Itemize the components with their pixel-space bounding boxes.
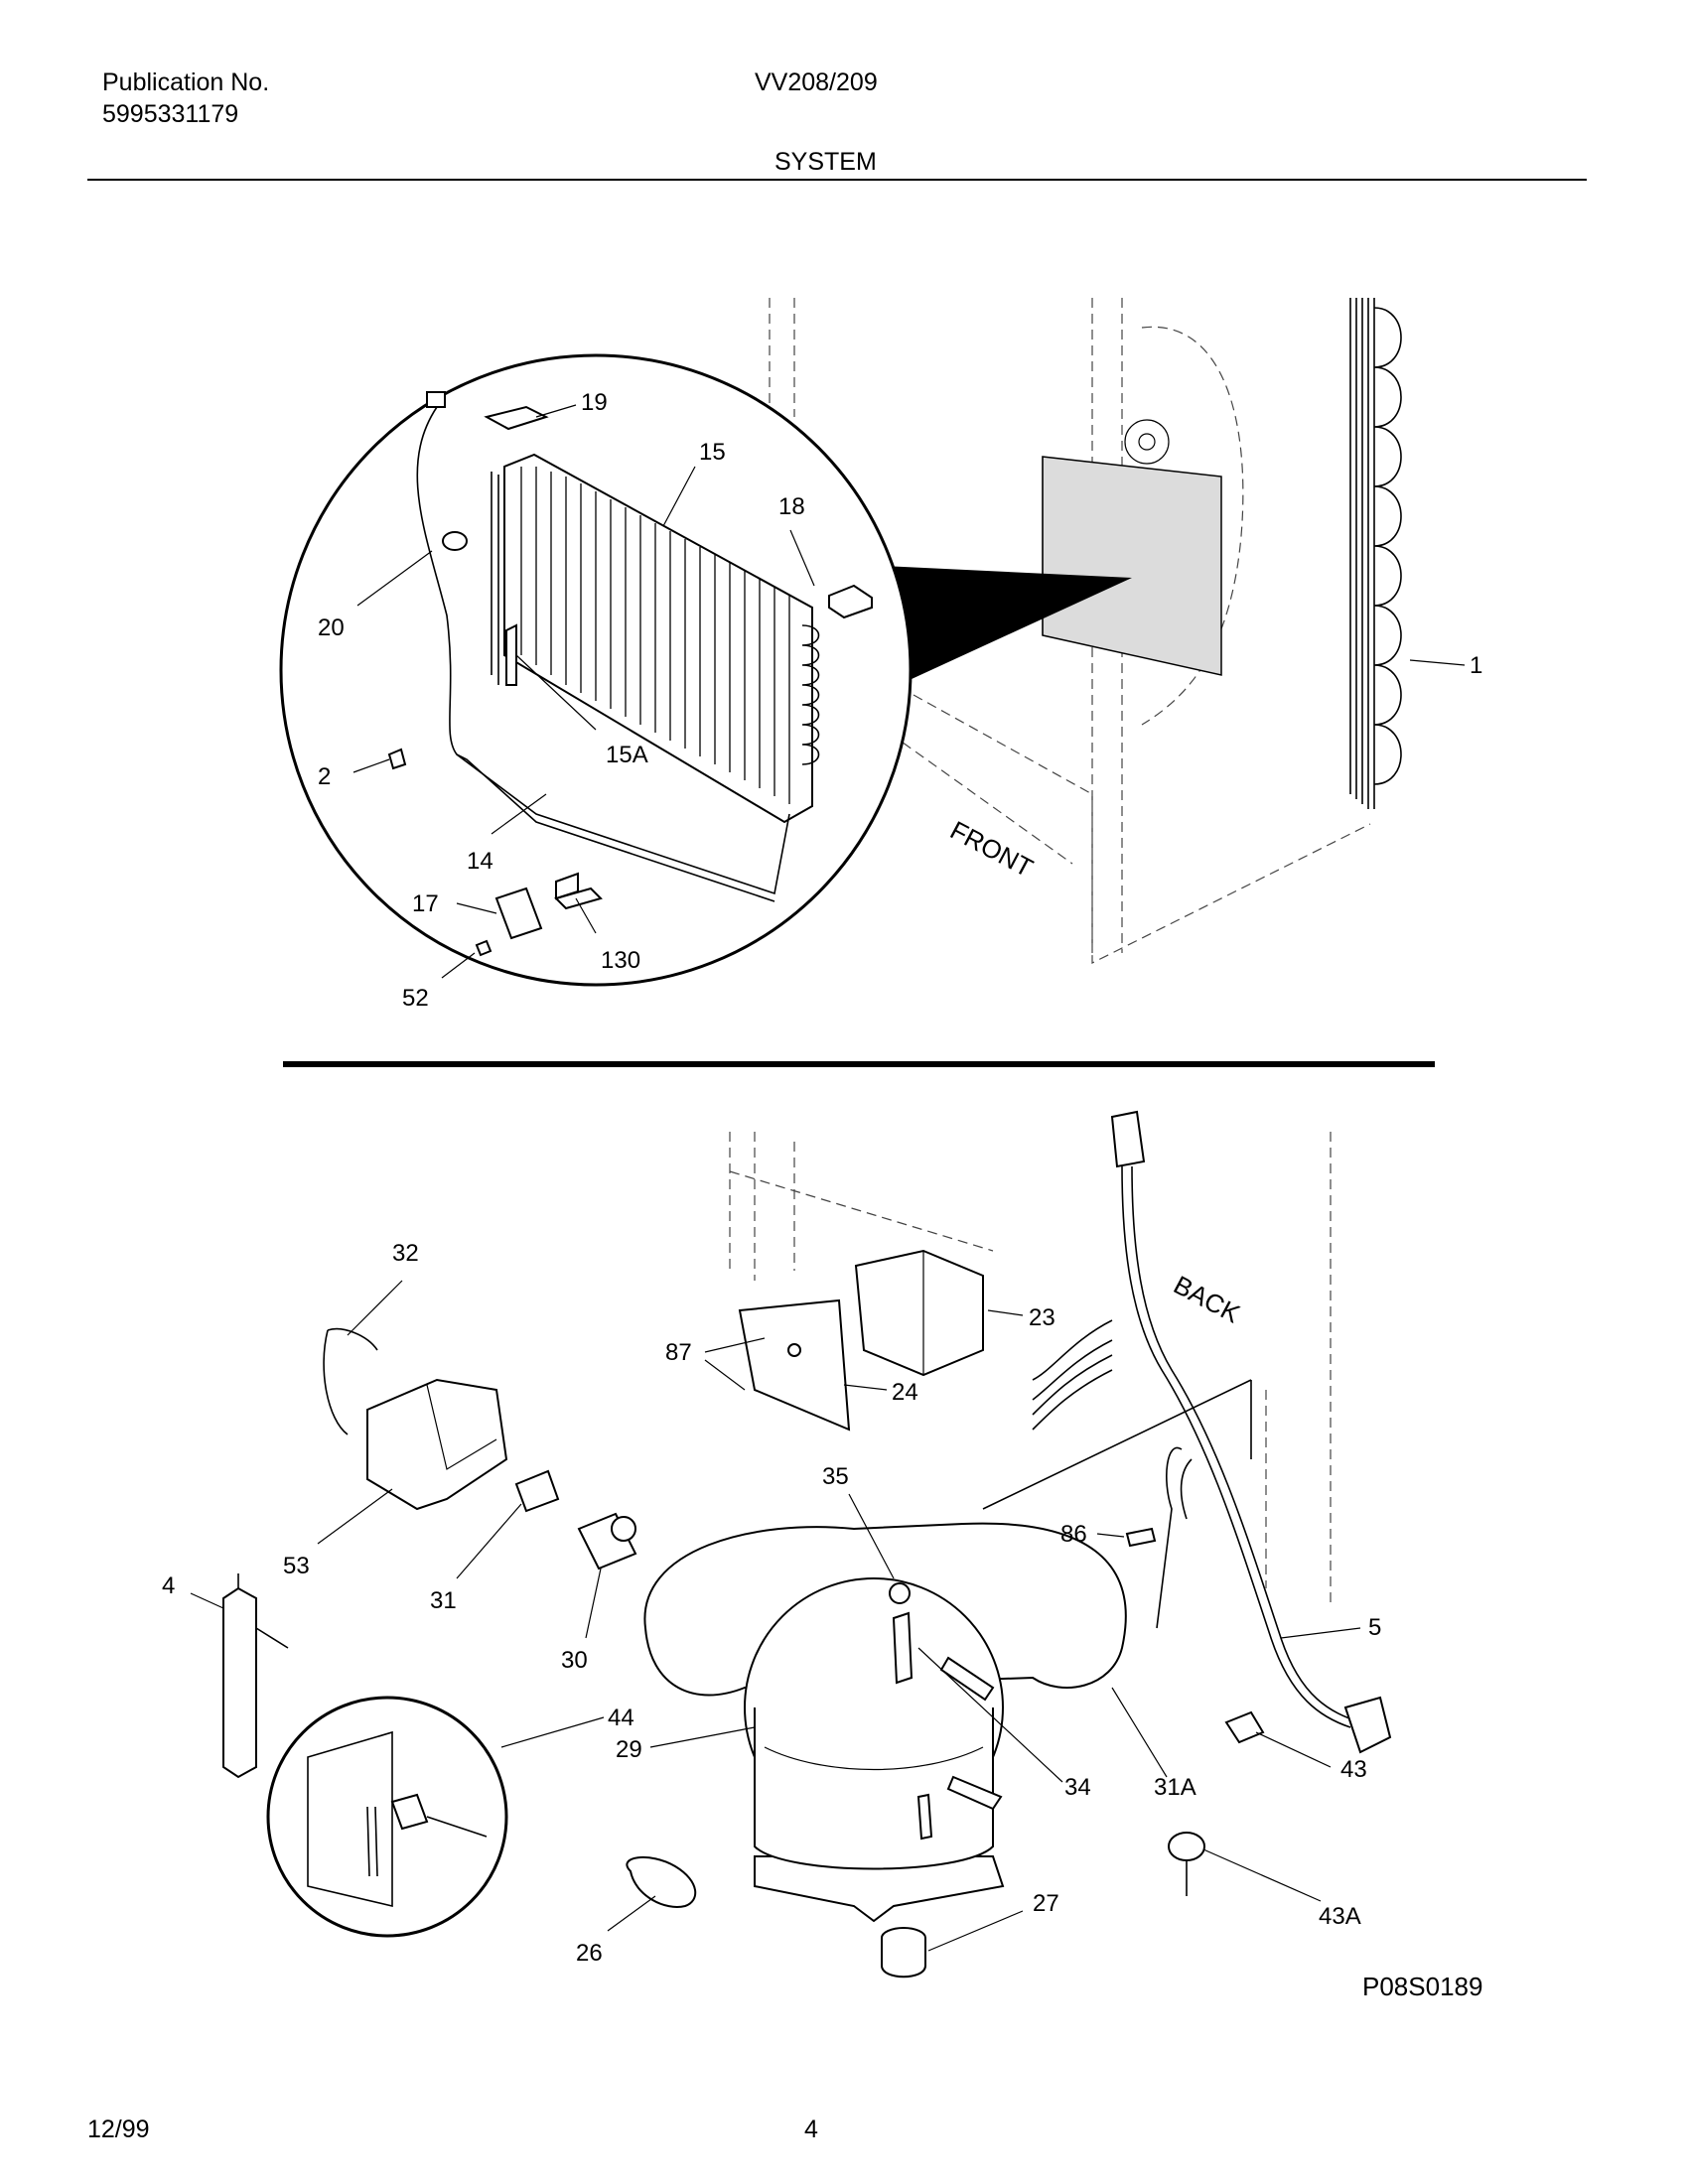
callout-15A: 15A	[606, 742, 648, 768]
section-title: SYSTEM	[774, 148, 877, 176]
callout-52: 52	[402, 985, 429, 1012]
publication-label: Publication No.	[102, 68, 270, 96]
defrost-timer	[738, 1249, 984, 1432]
callout-26: 26	[576, 1940, 603, 1967]
evaporator-coil	[491, 453, 820, 824]
page-number: 4	[804, 2116, 818, 2143]
callout-20: 20	[318, 614, 345, 641]
power-cord-harness	[1032, 1110, 1392, 1754]
callout-17: 17	[412, 890, 439, 917]
compressor	[744, 1577, 1005, 1923]
detail-circle-44	[266, 1696, 508, 1938]
top-detail-parts	[387, 391, 873, 957]
model-number: VV208/209	[755, 68, 878, 96]
callout-35: 35	[822, 1463, 849, 1490]
callout-27: 27	[1033, 1890, 1059, 1917]
overload-relay	[514, 1469, 637, 1570]
callout-34: 34	[1064, 1774, 1091, 1801]
callout-19: 19	[581, 389, 608, 416]
callout-44: 44	[608, 1705, 634, 1731]
callout-15: 15	[699, 439, 726, 466]
callout-53: 53	[283, 1553, 310, 1579]
callout-31A: 31A	[1154, 1774, 1196, 1801]
callout-130: 130	[601, 947, 640, 974]
callout-14: 14	[467, 848, 493, 875]
callout-4: 4	[162, 1572, 175, 1599]
clips	[1168, 1710, 1265, 1896]
callout-24: 24	[892, 1379, 918, 1406]
section-divider	[283, 1061, 1435, 1067]
callout-31: 31	[430, 1587, 457, 1614]
callout-43: 43	[1340, 1756, 1367, 1783]
footer-date: 12/99	[87, 2116, 150, 2143]
callout-1: 1	[1470, 652, 1482, 679]
callout-43A: 43A	[1319, 1903, 1361, 1930]
leaders-top	[352, 404, 1466, 979]
label-back: BACK	[1169, 1270, 1245, 1329]
callout-5: 5	[1368, 1614, 1381, 1641]
callout-29: 29	[616, 1736, 642, 1763]
leaders-bottom	[190, 1280, 1361, 1952]
evaporator-location	[1042, 456, 1222, 676]
callout-18: 18	[778, 493, 805, 520]
header-rule	[87, 179, 1587, 181]
publication-number: 5995331179	[102, 100, 239, 128]
callout-32: 32	[392, 1240, 419, 1267]
filter-drier	[222, 1573, 289, 1779]
relay-cover	[323, 1328, 508, 1511]
detail-pointer	[882, 566, 1132, 685]
cabinet-outline-bottom	[729, 1132, 1332, 1608]
callout-86: 86	[1060, 1521, 1087, 1548]
figure-id: P08S0189	[1362, 1972, 1482, 2001]
screw-86	[1125, 1527, 1157, 1548]
callout-2: 2	[318, 763, 331, 790]
condenser-grid	[1349, 298, 1402, 809]
label-front: FRONT	[945, 815, 1038, 884]
cabinet-outline-top	[769, 298, 1371, 964]
grommets	[626, 1855, 926, 1979]
callout-23: 23	[1029, 1304, 1055, 1331]
callout-30: 30	[561, 1647, 588, 1674]
callout-87: 87	[665, 1339, 692, 1366]
